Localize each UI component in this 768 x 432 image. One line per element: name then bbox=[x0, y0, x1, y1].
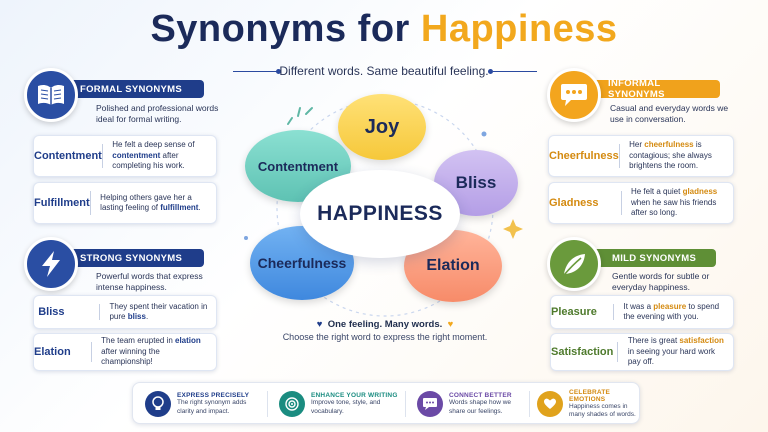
tagline-secondary: Choose the right word to express the rig… bbox=[282, 332, 488, 342]
strong-card-elation: Elation The team erupted in elation afte… bbox=[33, 333, 217, 371]
card-example: He felt a deep sense of contentment afte… bbox=[112, 140, 195, 171]
card-word: Pleasure bbox=[551, 306, 597, 318]
card-word: Elation bbox=[34, 346, 71, 358]
bubble-bliss: Bliss bbox=[434, 150, 518, 216]
strong-heading: STRONG SYNONYMS bbox=[64, 249, 204, 267]
informal-card-cheerfulness: Cheerfulness Her cheerfulness is contagi… bbox=[548, 135, 734, 177]
book-icon bbox=[24, 68, 78, 122]
page-title: Synonyms for Happiness bbox=[0, 8, 768, 51]
formal-card-fulfillment: Fulfillment Helping others gave her a la… bbox=[33, 182, 217, 224]
informal-heading: INFORMAL SYNONYMS bbox=[586, 78, 720, 100]
lightbulb-icon bbox=[145, 391, 171, 417]
card-example: They spent their vacation in pure bliss. bbox=[109, 301, 208, 322]
title-highlight: Happiness bbox=[420, 8, 618, 50]
smile-heart-icon bbox=[537, 391, 563, 417]
card-word: Gladness bbox=[549, 197, 599, 209]
heart-icon: ♥ bbox=[447, 319, 454, 330]
subtitle-dot-right bbox=[488, 69, 493, 74]
mild-card-pleasure: Pleasure It was a pleasure to spend the … bbox=[550, 295, 734, 329]
informal-description: Casual and everyday words we use in conv… bbox=[610, 103, 729, 124]
target-icon bbox=[279, 391, 305, 417]
card-example: The team erupted in elation after winnin… bbox=[101, 336, 201, 367]
chat-icon bbox=[417, 391, 443, 417]
card-word: Bliss bbox=[38, 306, 65, 318]
tagline: ♥ One feeling. Many words. ♥ bbox=[316, 319, 454, 330]
card-word: Cheerfulness bbox=[549, 150, 619, 162]
mild-heading: MILD SYNONYMS bbox=[586, 249, 716, 267]
title-main: Synonyms for bbox=[150, 8, 421, 50]
card-example: There is great satisfaction in seeing yo… bbox=[627, 336, 724, 367]
card-example: He felt a quiet gladness when he saw his… bbox=[630, 187, 718, 218]
strong-card-bliss: Bliss They spent their vacation in pure … bbox=[33, 295, 217, 329]
subtitle-line-left bbox=[233, 71, 277, 72]
informal-card-gladness: Gladness He felt a quiet gladness when h… bbox=[548, 182, 734, 224]
formal-heading: FORMAL SYNONYMS bbox=[64, 80, 204, 98]
card-example: Helping others gave her a lasting feelin… bbox=[100, 192, 201, 213]
strong-description: Powerful words that express intense happ… bbox=[96, 271, 203, 292]
subtitle: Different words. Same beautiful feeling. bbox=[279, 64, 489, 78]
center-main-word: HAPPINESS bbox=[300, 170, 460, 258]
card-example: It was a pleasure to spend the evening w… bbox=[623, 301, 720, 322]
lightning-icon bbox=[24, 237, 78, 291]
mild-card-satisfaction: Satisfaction There is great satisfaction… bbox=[550, 333, 734, 371]
subtitle-line-right bbox=[493, 71, 537, 72]
leaf-icon bbox=[547, 237, 601, 291]
heart-icon: ♥ bbox=[316, 319, 323, 330]
card-word: Fulfillment bbox=[34, 197, 90, 209]
card-example: Her cheerfulness is contagious; she alwa… bbox=[629, 140, 712, 171]
formal-card-contentment: Contentment He felt a deep sense of cont… bbox=[33, 135, 217, 177]
formal-description: Polished and professional words ideal fo… bbox=[96, 103, 219, 124]
mild-description: Gentle words for subtle or everyday happ… bbox=[612, 271, 710, 292]
chat-bubble-icon bbox=[547, 68, 601, 122]
bubble-joy: Joy bbox=[338, 94, 426, 160]
card-word: Satisfaction bbox=[551, 346, 614, 358]
subtitle-dot-left bbox=[276, 69, 281, 74]
card-word: Contentment bbox=[34, 150, 102, 162]
